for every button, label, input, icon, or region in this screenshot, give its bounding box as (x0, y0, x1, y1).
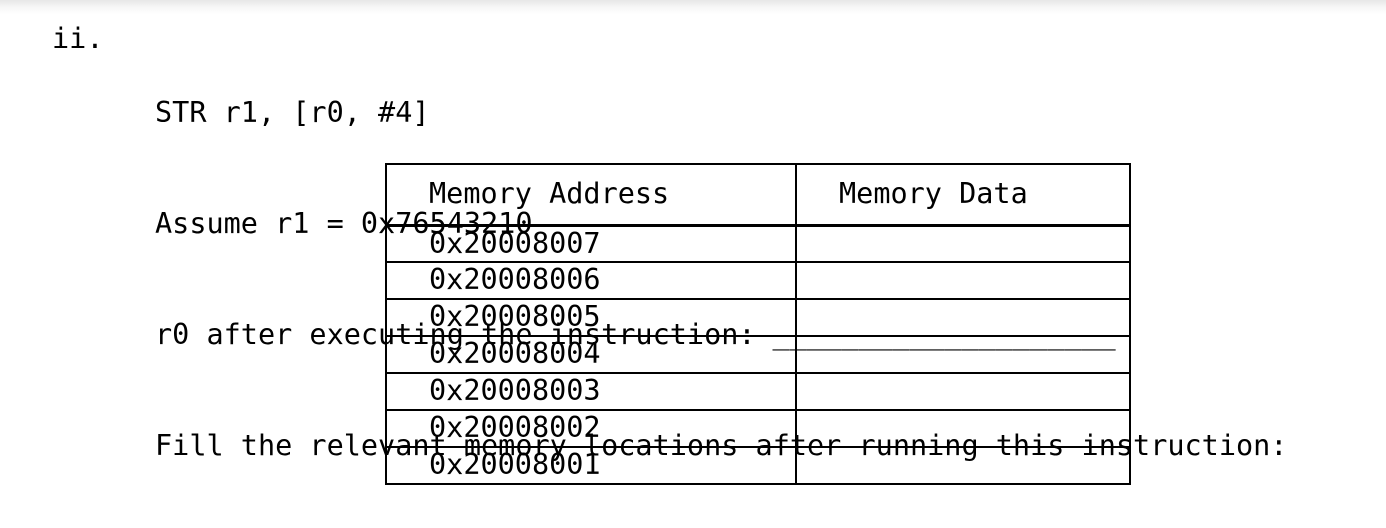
memory-data-cell (795, 298, 1131, 337)
memory-address-cell: 0x20008001 (385, 446, 797, 485)
memory-address-cell: 0x20008007 (385, 224, 797, 263)
question-item-marker: ii. (52, 22, 104, 55)
memory-data-cell (795, 335, 1131, 374)
page-top-shadow (0, 0, 1386, 14)
table-row: 0x20008003 (385, 372, 1131, 411)
table-row: 0x20008005 (385, 298, 1131, 337)
memory-address-cell: 0x20008005 (385, 298, 797, 337)
memory-address-cell: 0x20008006 (385, 261, 797, 300)
table-row: 0x20008004 (385, 335, 1131, 374)
memory-address-cell: 0x20008003 (385, 372, 797, 411)
table-row: 0x20008001 (385, 446, 1131, 485)
memory-data-cell (795, 261, 1131, 300)
table-row: 0x20008006 (385, 261, 1131, 300)
memory-address-cell: 0x20008002 (385, 409, 797, 448)
instruction-line: STR r1, [r0, #4] (155, 96, 430, 129)
memory-data-cell (795, 224, 1131, 263)
memory-data-cell (795, 409, 1131, 448)
table-row: 0x20008007 (385, 224, 1131, 263)
memory-address-cell: 0x20008004 (385, 335, 797, 374)
memory-address-header: Memory Address (385, 163, 797, 227)
memory-data-cell (795, 372, 1131, 411)
memory-table: Memory Address Memory Data 0x20008007 0x… (385, 163, 1131, 485)
table-header-row: Memory Address Memory Data (385, 163, 1131, 227)
memory-data-cell (795, 446, 1131, 485)
table-row: 0x20008002 (385, 409, 1131, 448)
memory-data-header: Memory Data (795, 163, 1131, 227)
